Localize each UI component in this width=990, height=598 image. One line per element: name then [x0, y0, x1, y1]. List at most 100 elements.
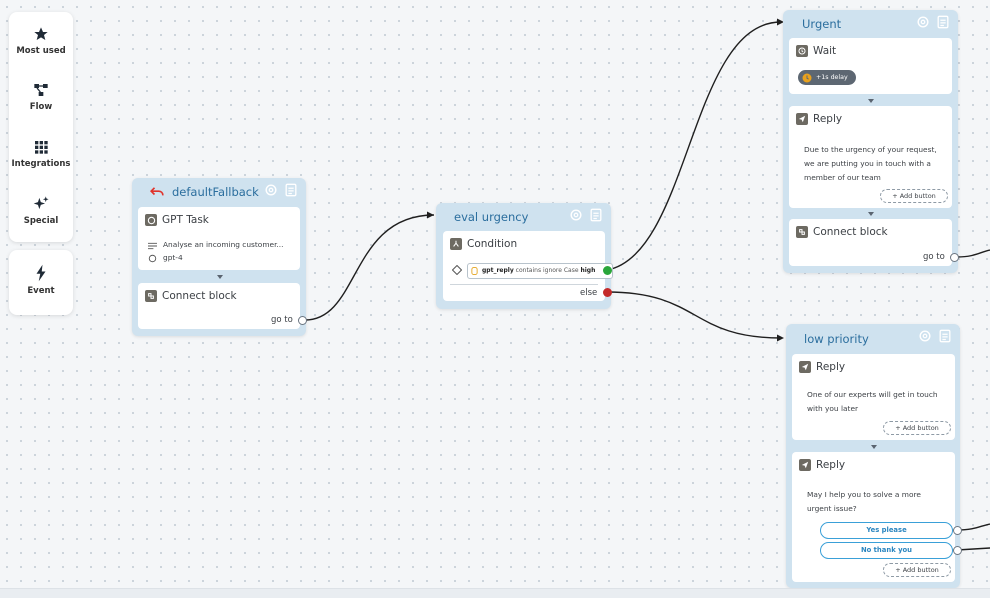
palette-flow[interactable]: Flow	[9, 82, 73, 112]
delay-text: +1s delay	[816, 74, 848, 81]
condition-operator: contains ignore Case	[515, 267, 579, 274]
gpt-model: gpt-4	[163, 253, 183, 262]
step-connect-block[interactable]: Connect block go to	[789, 219, 952, 266]
palette-event[interactable]: Event	[9, 264, 73, 296]
openai-icon[interactable]	[916, 15, 930, 29]
palette-integrations-label: Integrations	[11, 159, 71, 169]
text-lines-icon	[148, 242, 157, 250]
reply-line-1: May I help you to solve a more	[807, 490, 921, 499]
condition-variable: gpt_reply	[482, 267, 514, 274]
palette-flow-label: Flow	[29, 102, 53, 112]
step-reply[interactable]: Reply Due to the urgency of your request…	[789, 106, 952, 208]
connect-icon	[145, 290, 157, 302]
reply-line-1: One of our experts will get in touch	[807, 390, 938, 399]
palette-special-label: Special	[23, 216, 59, 226]
notes-icon[interactable]	[589, 208, 603, 222]
step-wait[interactable]: Wait +1s delay	[789, 38, 952, 94]
step-title: Reply	[813, 113, 843, 125]
timer-icon	[802, 73, 812, 82]
edge-urgent-out	[956, 249, 990, 258]
block-header-icons	[264, 183, 298, 197]
quick-reply-no-port[interactable]	[953, 546, 962, 555]
chevron-down-icon	[871, 445, 877, 449]
edge-high-to-urgent	[606, 21, 782, 271]
step-reply[interactable]: Reply May I help you to solve a more urg…	[792, 452, 955, 582]
chevron-down-icon	[868, 212, 874, 216]
openai-icon[interactable]	[918, 329, 932, 343]
condition-value: high	[580, 267, 596, 274]
canvas-bottom-edge	[0, 588, 990, 598]
palette-special[interactable]: Special	[9, 195, 73, 226]
step-title: Connect block	[162, 290, 237, 302]
block-title[interactable]: Urgent	[802, 17, 842, 31]
flow-icon	[34, 84, 48, 96]
send-icon	[799, 361, 811, 373]
star-icon	[34, 27, 48, 40]
palette-event-label: Event	[27, 286, 55, 296]
step-connect-block[interactable]: Connect block go to	[138, 283, 300, 329]
notes-icon[interactable]	[938, 329, 952, 343]
palette-most-used[interactable]: Most used	[9, 26, 73, 56]
step-title: Wait	[813, 45, 837, 57]
block-default-fallback[interactable]: defaultFallback GPT Task Analyse an inco…	[132, 178, 307, 336]
send-icon	[796, 113, 808, 125]
step-reply[interactable]: Reply One of our experts will get in tou…	[792, 354, 955, 440]
reply-line-3: member of our team	[804, 173, 881, 182]
chevron-down-icon	[868, 99, 874, 103]
palette-integrations[interactable]: Integrations	[9, 139, 73, 169]
step-gpt-task[interactable]: GPT Task Analyse an incoming customer...…	[138, 207, 300, 270]
quick-reply-yes-button[interactable]: Yes please	[820, 522, 953, 539]
quick-reply-yes-port[interactable]	[953, 526, 962, 535]
block-header-icons	[916, 15, 950, 29]
block-urgent[interactable]: Urgent Wait +1s delay Reply Due to the u…	[783, 10, 959, 273]
condition-true-port[interactable]	[603, 266, 612, 275]
connect-icon	[796, 226, 808, 238]
event-palette: Event	[9, 250, 73, 315]
openai-icon[interactable]	[264, 183, 278, 197]
step-head: Wait	[796, 45, 836, 57]
block-title[interactable]: defaultFallback	[172, 185, 259, 199]
diamond-icon	[452, 265, 462, 275]
block-low-priority[interactable]: low priority Reply One of our experts wi…	[786, 324, 962, 588]
step-condition[interactable]: Condition gpt_reply contains ignore Case…	[443, 231, 613, 301]
notes-icon[interactable]	[936, 15, 950, 29]
step-head: Reply	[799, 361, 845, 373]
delay-badge[interactable]: +1s delay	[798, 70, 856, 85]
goto-port[interactable]	[950, 253, 959, 262]
chevron-down-icon	[217, 275, 223, 279]
step-head: Condition	[450, 238, 517, 250]
condition-rule[interactable]: gpt_reply contains ignore Case high	[467, 263, 613, 279]
arrowhead-eval	[427, 211, 434, 219]
bolt-icon	[36, 264, 46, 282]
block-title[interactable]: eval urgency	[454, 210, 529, 224]
condition-else-port[interactable]	[603, 288, 612, 297]
reply-line-1: Due to the urgency of your request,	[804, 145, 937, 154]
add-button[interactable]: + Add button	[883, 421, 951, 435]
step-title: GPT Task	[162, 214, 209, 226]
step-title: Connect block	[813, 226, 888, 238]
block-eval-urgency[interactable]: eval urgency Condition gpt_reply contain…	[436, 203, 613, 309]
step-title: Condition	[467, 238, 518, 250]
variable-icon	[471, 267, 478, 275]
condition-icon	[450, 238, 462, 250]
reply-line-2: we are putting you in touch with a	[804, 159, 931, 168]
condition-divider	[450, 284, 598, 285]
notes-icon[interactable]	[284, 183, 298, 197]
fallback-return-icon	[150, 187, 164, 196]
block-title[interactable]: low priority	[804, 332, 869, 346]
sparkle-icon	[33, 196, 49, 210]
goto-label: go to	[271, 315, 293, 325]
openai-icon[interactable]	[569, 208, 583, 222]
step-title: Reply	[816, 361, 846, 373]
grid-icon	[35, 141, 48, 154]
step-head: Reply	[796, 113, 842, 125]
gpt-prompt-preview: Analyse an incoming customer...	[163, 240, 284, 249]
step-head: GPT Task	[145, 214, 209, 226]
edge-fallback-to-eval	[304, 214, 435, 321]
goto-label: go to	[923, 252, 945, 262]
add-button[interactable]: + Add button	[883, 563, 951, 577]
add-button[interactable]: + Add button	[880, 189, 948, 203]
gpt-icon	[145, 214, 157, 226]
quick-reply-no-button[interactable]: No thank you	[820, 542, 953, 559]
goto-port[interactable]	[298, 316, 307, 325]
